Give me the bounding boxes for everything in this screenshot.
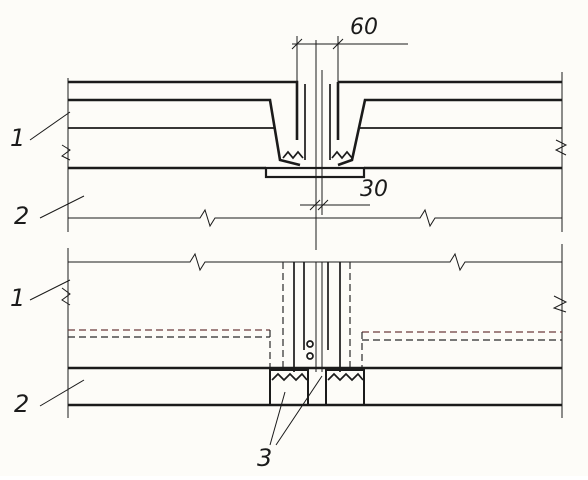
cover-plate	[264, 166, 366, 179]
seal-circle-1	[306, 340, 314, 348]
leader-2-bottom	[39, 379, 85, 407]
slab-1-left-top	[68, 80, 299, 140]
top-left-break-mark	[61, 144, 71, 161]
label-2-top: 2	[14, 202, 29, 230]
slab-1-left-layer	[68, 98, 301, 167]
label-2-bottom: 2	[14, 390, 29, 418]
top-right-break-mark	[554, 139, 568, 156]
leader-1-top	[29, 111, 71, 141]
dimension-60-tick-right	[332, 38, 344, 50]
seal-zigzag-left	[271, 372, 308, 382]
dimension-60-label: 60	[350, 15, 378, 40]
dimension-60-tick-left	[291, 38, 303, 50]
top-section-breakline	[68, 208, 562, 228]
seal-block-right	[325, 369, 365, 406]
bottom-right-break-mark	[552, 295, 568, 313]
label-3: 3	[257, 444, 272, 472]
label-1-bottom: 1	[10, 284, 25, 312]
seal-zigzag-right	[327, 372, 364, 382]
label-1-top: 1	[10, 124, 25, 152]
leader-3-left	[269, 391, 286, 446]
seal-left-top	[282, 150, 304, 160]
leader-1-bottom	[29, 279, 71, 301]
seal-circle-2	[306, 352, 314, 360]
leader-3-right	[275, 375, 323, 446]
dimension-30-tick-right	[317, 199, 329, 211]
top-section: 60 30 1 2	[10, 15, 568, 250]
slab-1-right-layer	[337, 98, 562, 167]
bottom-left-break-mark	[61, 287, 71, 306]
bottom-section-breakline	[68, 252, 562, 272]
dimension-30-label: 30	[360, 177, 388, 202]
bottom-section: 3 1 2	[10, 244, 568, 472]
leader-2-top	[39, 195, 85, 219]
dimension-30-tick-left	[309, 199, 321, 211]
seal-right-top	[331, 150, 353, 160]
seal-block-left	[269, 369, 309, 406]
